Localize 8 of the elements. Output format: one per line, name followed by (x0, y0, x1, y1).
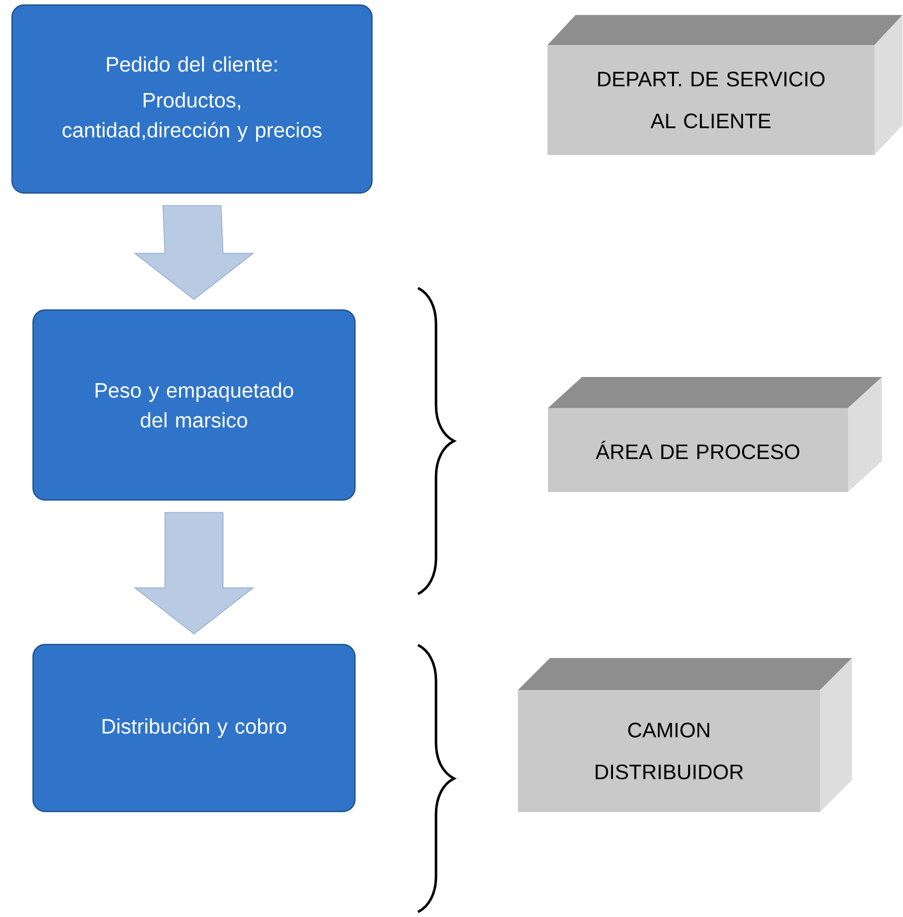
process-box: Peso y empaquetado del marsico (32, 309, 356, 501)
process-box: Distribución y cobro (32, 644, 356, 812)
process-box: Pedido del cliente: Productos, cantidad,dirección y precios (11, 4, 373, 194)
block-arrow (134, 512, 254, 635)
block-arrow (134, 205, 254, 300)
box-3d: DEPART. DE SERVICIO AL CLIENTE (548, 15, 902, 155)
box-3d: ÁREA DE PROCESO (548, 377, 882, 492)
box-3d: CAMION DISTRIBUIDOR (518, 658, 852, 812)
